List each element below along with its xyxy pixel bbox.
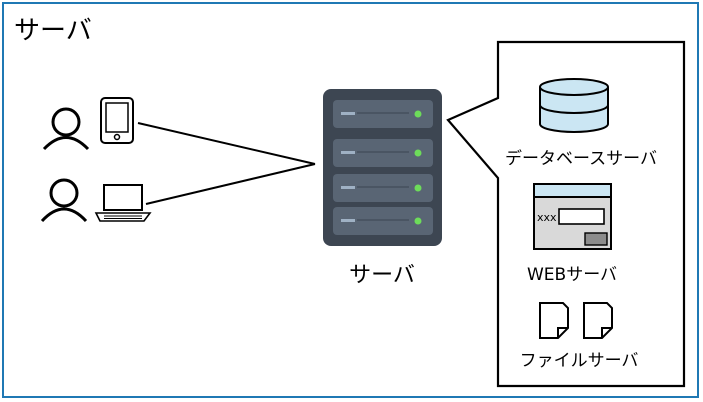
connection-line <box>137 122 316 165</box>
database-icon <box>539 78 609 133</box>
server-icon <box>323 89 442 246</box>
file-icon <box>583 302 613 339</box>
file-icon <box>539 302 569 339</box>
file-server-label: ファイルサーバ <box>519 351 639 371</box>
diagram-frame <box>2 2 699 398</box>
user-icon <box>40 178 88 223</box>
database-server-label: データベースサーバ <box>505 149 657 169</box>
web-page-icon: xxx <box>533 183 612 250</box>
web-code-text: xxx <box>537 211 557 224</box>
user-icon <box>42 107 90 151</box>
web-server-label: WEBサーバ <box>526 265 618 285</box>
laptop-icon <box>94 184 152 222</box>
connection-line <box>145 163 316 205</box>
smartphone-icon <box>100 97 134 144</box>
diagram-title: サーバ <box>14 16 92 46</box>
server-label: サーバ <box>349 263 415 288</box>
